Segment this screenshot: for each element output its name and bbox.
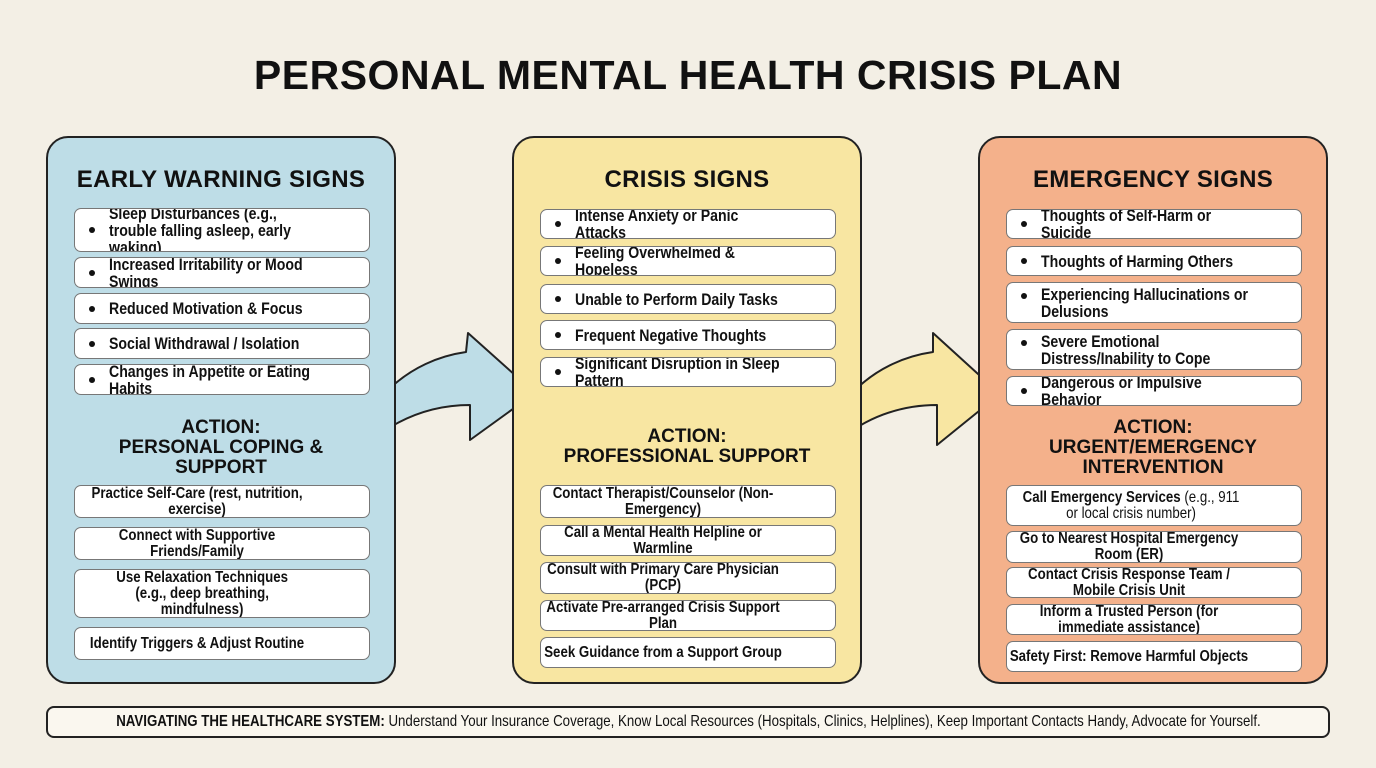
footer-label: NAVIGATING THE HEALTHCARE SYSTEM: bbox=[115, 713, 385, 730]
sign-item: Significant Disruption in Sleep Pattern bbox=[540, 357, 836, 387]
sign-item: Thoughts of Self-Harm or Suicide bbox=[1006, 209, 1302, 239]
sign-item: Intense Anxiety or Panic Attacks bbox=[540, 209, 836, 239]
sign-item: Thoughts of Harming Others bbox=[1006, 246, 1302, 276]
sign-item: Changes in Appetite or Eating Habits bbox=[74, 364, 370, 395]
action-item: Inform a Trusted Person (for immediate a… bbox=[1006, 604, 1302, 635]
footer-text: Understand Your Insurance Coverage, Know… bbox=[384, 713, 1261, 730]
sign-item: Dangerous or Impulsive Behavior bbox=[1006, 376, 1302, 406]
action-item: Go to Nearest Hospital Emergency Room (E… bbox=[1006, 531, 1302, 563]
action-item: Call Emergency Services (e.g., 911 or lo… bbox=[1006, 485, 1302, 526]
bullet-icon bbox=[89, 376, 95, 383]
action-item: Practice Self-Care (rest, nutrition, exe… bbox=[74, 485, 370, 518]
action-item: Seek Guidance from a Support Group bbox=[540, 637, 836, 668]
bullet-icon bbox=[1021, 388, 1027, 394]
bullet-icon bbox=[1021, 293, 1027, 299]
bullet-icon bbox=[89, 269, 95, 276]
bullet-icon bbox=[555, 369, 561, 375]
panel-title: CRISIS SIGNS bbox=[604, 166, 770, 193]
bullet-icon bbox=[555, 258, 561, 264]
action-item: Contact Therapist/Counselor (Non-Emergen… bbox=[540, 485, 836, 518]
bullet-icon bbox=[1021, 221, 1027, 227]
sign-item: Sleep Disturbances (e.g., trouble fallin… bbox=[74, 208, 370, 252]
action-item: Identify Triggers & Adjust Routine bbox=[74, 627, 370, 660]
panel-title: EMERGENCY SIGNS bbox=[1032, 166, 1274, 193]
action-item: Connect with Supportive Friends/Family bbox=[74, 527, 370, 560]
action-item: Use Relaxation Techniques (e.g., deep br… bbox=[74, 569, 370, 618]
bullet-icon bbox=[1021, 258, 1027, 264]
action-heading: ACTION:PROFESSIONAL SUPPORT bbox=[563, 426, 811, 467]
bullet-icon bbox=[89, 305, 95, 312]
action-item: Call a Mental Health Helpline or Warmlin… bbox=[540, 525, 836, 556]
action-item: Activate Pre-arranged Crisis Support Pla… bbox=[540, 600, 836, 631]
action-item: Safety First: Remove Harmful Objects bbox=[1006, 641, 1302, 672]
action-heading: ACTION:PERSONAL COPING & SUPPORT bbox=[118, 417, 324, 478]
sign-item: Reduced Motivation & Focus bbox=[74, 293, 370, 324]
sign-item: Frequent Negative Thoughts bbox=[540, 320, 836, 350]
bullet-icon bbox=[555, 332, 561, 338]
action-item: Contact Crisis Response Team / Mobile Cr… bbox=[1006, 567, 1302, 598]
sign-item: Experiencing Hallucinations or Delusions bbox=[1006, 282, 1302, 323]
sign-item: Increased Irritability or Mood Swings bbox=[74, 257, 370, 288]
sign-item: Feeling Overwhelmed & Hopeless bbox=[540, 246, 836, 276]
action-heading: ACTION:URGENT/EMERGENCY INTERVENTION bbox=[1049, 417, 1257, 478]
panel-crisis: CRISIS SIGNS Intense Anxiety or Panic At… bbox=[512, 136, 862, 684]
sign-item: Severe Emotional Distress/Inability to C… bbox=[1006, 329, 1302, 370]
bullet-icon bbox=[555, 221, 561, 227]
bullet-icon bbox=[89, 340, 95, 347]
bullet-icon bbox=[555, 296, 561, 302]
panel-title: EARLY WARNING SIGNS bbox=[76, 166, 366, 193]
panel-early-warning: EARLY WARNING SIGNS Sleep Disturbances (… bbox=[46, 136, 396, 684]
sign-item: Unable to Perform Daily Tasks bbox=[540, 284, 836, 314]
bullet-icon bbox=[1021, 340, 1027, 346]
panel-emergency: EMERGENCY SIGNS Thoughts of Self-Harm or… bbox=[978, 136, 1328, 684]
sign-item: Social Withdrawal / Isolation bbox=[74, 328, 370, 359]
healthcare-navigation-footer: NAVIGATING THE HEALTHCARE SYSTEM: Unders… bbox=[46, 706, 1330, 738]
page-title: PERSONAL MENTAL HEALTH CRISIS PLAN bbox=[253, 52, 1123, 98]
action-item: Consult with Primary Care Physician (PCP… bbox=[540, 562, 836, 594]
bullet-icon bbox=[89, 227, 95, 233]
